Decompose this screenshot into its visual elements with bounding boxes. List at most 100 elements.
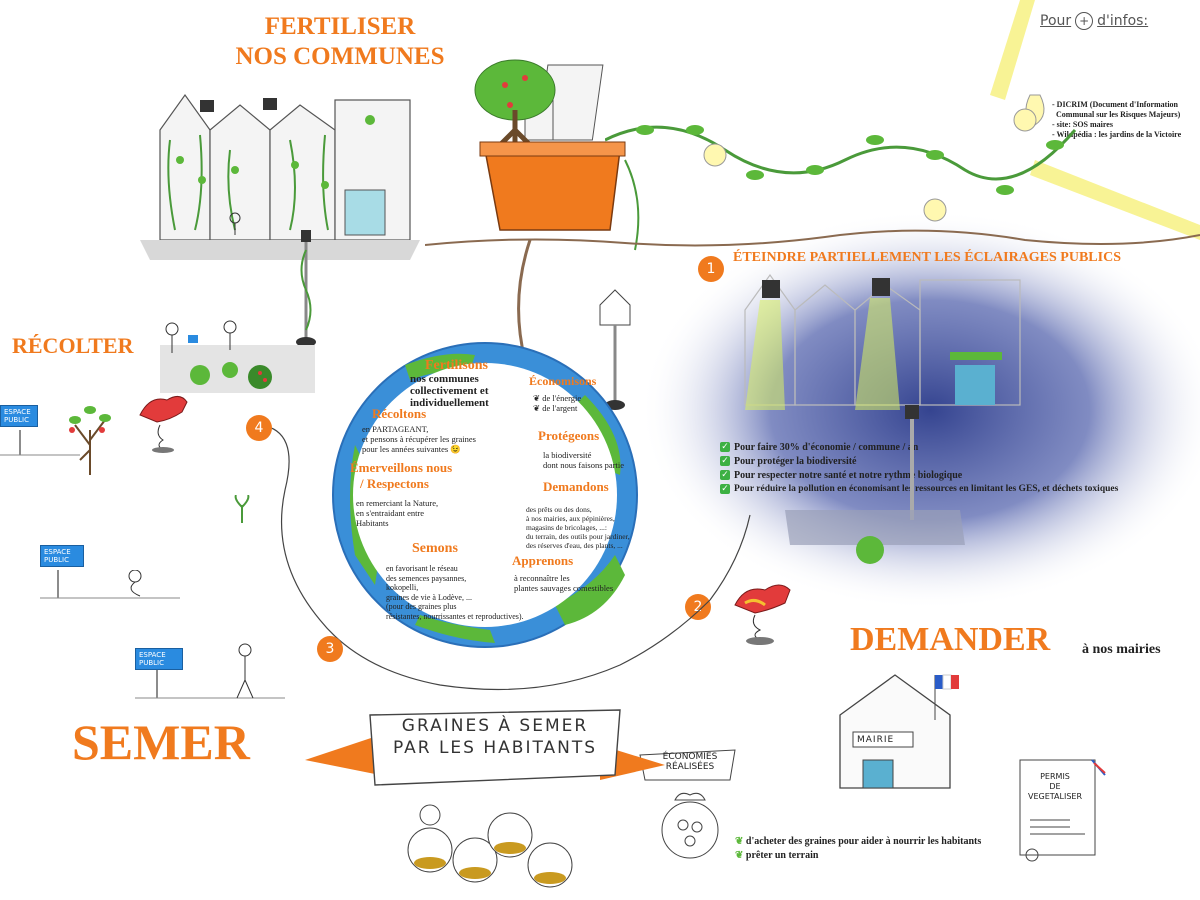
permis-line-1: PERMIS — [1040, 772, 1070, 781]
check-icon: ✓ — [720, 470, 730, 480]
info-item: - site: SOS maires — [1052, 120, 1113, 129]
plus-icon: + — [1075, 12, 1094, 30]
recoltons-line: et pensons à récupérer les graines — [362, 434, 476, 444]
recoltons-text: en PARTAGEANT, et pensons à récupérer le… — [362, 424, 476, 454]
info-title-end: d'infos: — [1097, 13, 1149, 29]
header-line-1: FERTILISER — [264, 13, 416, 40]
demandons-text: des prêts ou des dons, à nos mairies, au… — [526, 505, 630, 550]
vine-post — [296, 230, 316, 347]
info-list: - DICRIM (Document d'Information Communa… — [1052, 100, 1200, 140]
check-icon: ✓ — [720, 484, 730, 494]
demandons-line: à nos mairies, aux pépinières, — [526, 514, 615, 523]
check-text: Pour réduire la pollution en économisant… — [734, 484, 1119, 494]
journey-path — [259, 424, 751, 691]
info-item: - DICRIM (Document d'Information — [1052, 100, 1178, 109]
street-lamp — [785, 405, 965, 564]
permis-document — [1019, 759, 1106, 862]
night-buildings — [744, 273, 1021, 410]
apprenons-line: plantes sauvages comestibles — [514, 583, 614, 593]
emerveillons-line-1: Émerveillons nous — [350, 460, 453, 475]
emerveillons-line: en remerciant la Nature, — [356, 498, 439, 508]
recoltons-line: en PARTAGEANT, — [362, 424, 429, 434]
sprout-icon: ❦ — [735, 850, 744, 861]
sign-post — [135, 643, 285, 699]
demandons-head: Demandons — [543, 479, 609, 494]
badge-3: 3 — [317, 636, 343, 662]
recoltons-line: pour les années suivantes 😉 — [362, 444, 461, 454]
ask-item: ❦ d'acheter des graines pour aider à nou… — [735, 835, 981, 849]
semons-head: Semons — [412, 541, 458, 556]
check-item: ✓ Pour faire 30% d'économie / commune / a… — [720, 440, 1200, 454]
eteindre-checklist: ✓ Pour faire 30% d'économie / commune / a… — [720, 440, 1200, 496]
protegeons-head: Protégeons — [538, 428, 600, 443]
fertilisons-text: nos communes collectivement et individue… — [410, 373, 489, 409]
semons-line: graines de vie à Lodève, ... — [386, 592, 472, 602]
ask-text: prêter un terrain — [745, 850, 819, 861]
economies-line-1: ÉCONOMIES — [662, 752, 718, 762]
mairie-building — [839, 674, 959, 789]
fertilisons-head: Fertilisons — [425, 358, 488, 373]
check-text: Pour faire 30% d'économie / commune / an — [734, 441, 919, 453]
emerveillons-text: en remerciant la Nature, en s'entraidant… — [356, 498, 438, 528]
info-title-word: Pour — [1040, 13, 1072, 29]
demander-sub: à nos mairies — [1082, 642, 1161, 657]
semons-line: en favorisant le réseau — [386, 564, 458, 573]
sign-post — [0, 430, 80, 456]
apprenons-line: à reconnaître les — [514, 573, 570, 583]
sprout-icon: ❦ — [735, 836, 744, 847]
eteindre-title: ÉTEINDRE PARTIELLEMENT LES ÉCLAIRAGES PU… — [733, 250, 1121, 265]
earth-circle — [332, 342, 638, 648]
semons-line: kokopelli, — [386, 583, 419, 592]
semons-text: en favorisant le réseau des semences pay… — [386, 564, 524, 621]
check-text: Pour protéger la biodiversité — [734, 455, 857, 467]
sprout-icon: ❦ — [533, 393, 541, 403]
check-text: Pour respecter notre santé et notre ryth… — [734, 469, 963, 481]
permis-line-2: DE — [1049, 782, 1061, 791]
asks-list: ❦ d'acheter des graines pour aider à nou… — [735, 835, 981, 863]
spring-horse — [734, 584, 791, 645]
economisons-text: ❦ de l'énergie ❦ de l'argent — [533, 393, 581, 413]
economisons-line: ❦ de l'argent — [533, 403, 581, 413]
demandons-line: magasins de bricolages, ...: — [526, 523, 608, 532]
banner-line-1: GRAINES À SEMER — [401, 716, 589, 736]
economisons-value: de l'énergie — [542, 393, 582, 403]
economies-bag — [639, 749, 736, 859]
graines-banner-text: GRAINES À SEMER PAR LES HABITANTS — [385, 715, 605, 759]
header-title: FERTILISER NOS COMMUNES — [220, 12, 460, 72]
check-icon: ✓ — [720, 442, 730, 452]
espace-public-sign: ESPACE PUBLIC — [0, 405, 38, 427]
header-line-2: NOS COMMUNES — [235, 43, 445, 70]
economies-line-2: RÉALISÉES — [665, 762, 715, 772]
mairie-label: MAIRIE — [857, 735, 895, 745]
economisons-line: ❦ de l'énergie — [533, 393, 581, 403]
ground-line — [425, 229, 1200, 247]
permis-line-3: VEGETALISER — [1027, 792, 1083, 801]
permis-text: PERMIS DE VEGETALISER — [1024, 772, 1086, 802]
sprout-icon: ❦ — [533, 403, 541, 413]
economisons-value: de l'argent — [542, 403, 578, 413]
badge-2: 2 — [685, 594, 711, 620]
protegeons-line: la biodiversité — [543, 450, 592, 460]
check-item: ✓ Pour protéger la biodiversité — [720, 454, 1200, 468]
fertilisons-line: collectivement et — [410, 385, 489, 397]
protegeons-line: dont nous faisons partie — [543, 460, 624, 470]
demandons-line: des prêts ou des dons, — [526, 505, 592, 514]
badge-1: 1 — [698, 256, 724, 282]
check-item: ✓ Pour respecter notre santé et notre ryt… — [720, 468, 1200, 482]
fertilisons-line: nos communes — [410, 373, 479, 385]
protegeons-text: la biodiversité dont nous faisons partie — [543, 450, 624, 470]
ask-item: ❦ prêter un terrain — [735, 849, 981, 863]
banner-line-2: PAR LES HABITANTS — [392, 738, 598, 758]
check-icon: ✓ — [720, 456, 730, 466]
semer-title: SEMER — [72, 714, 250, 770]
semons-line: des semences paysannes, — [386, 573, 467, 583]
vine-with-bulbs — [605, 108, 1077, 251]
fertilisons-line: individuellement — [410, 397, 489, 409]
check-item: ✓ Pour réduire la pollution en économisan… — [720, 482, 1200, 496]
seed-bags — [407, 804, 573, 888]
sign-post — [40, 570, 180, 599]
apprenons-text: à reconnaître les plantes sauvages comes… — [514, 573, 613, 593]
economies-label: ÉCONOMIES RÉALISÉES — [645, 752, 735, 772]
town-sketch — [140, 93, 420, 260]
semons-line: (pour des graines plus — [386, 602, 457, 611]
